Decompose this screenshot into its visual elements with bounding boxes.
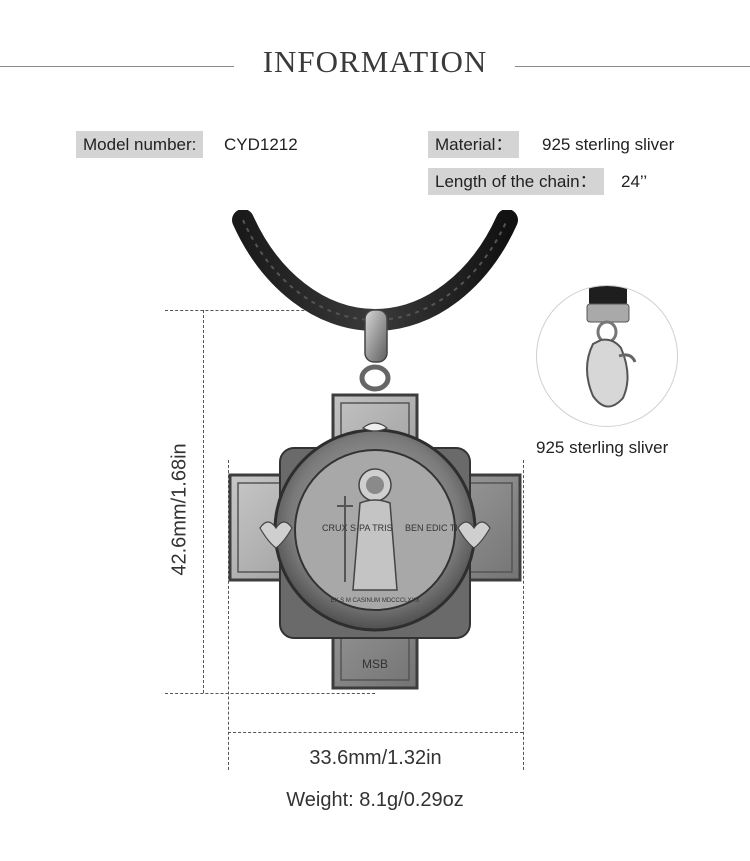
- medal-text-bottom: EX S M CASINUM MDCCCLXXX: [330, 598, 419, 604]
- dimension-line-left: [228, 460, 229, 770]
- width-dimension: 33.6mm/1.32in: [309, 747, 442, 769]
- dimension-line-right: [523, 460, 524, 770]
- model-number-label: Model number:: [76, 131, 204, 158]
- pendant-image: CRUX S·PA TRIS BEN EDIC TI· EX S M CASIN…: [225, 209, 525, 700]
- dimension-line-bottom: [165, 693, 375, 694]
- lobster-clasp-detail-icon: [586, 286, 637, 408]
- dimension-line-width: [228, 732, 523, 733]
- header-rule-right: [515, 66, 750, 67]
- weight-text: Weight: 8.1g/0.29oz: [286, 789, 464, 811]
- material-value: 925 sterling sliver: [542, 135, 675, 154]
- dimension-line-top: [165, 310, 375, 311]
- chain-length-label: Length of the chain：: [428, 168, 604, 195]
- medal-text-msb: MSB: [362, 657, 388, 671]
- clasp-detail-image: [536, 285, 678, 427]
- clasp-caption: 925 sterling sliver: [536, 438, 669, 457]
- header-rule-left: [0, 66, 234, 67]
- chain-length-value: 24’’: [621, 172, 648, 191]
- medal-text-left: CRUX S·PA TRIS: [322, 523, 393, 533]
- material-label: Material：: [428, 131, 520, 158]
- model-number-value: CYD1212: [224, 135, 298, 154]
- st-benedict-cross-pendant-icon: CRUX S·PA TRIS BEN EDIC TI· EX S M CASIN…: [228, 209, 522, 690]
- dimension-line-height: [203, 310, 204, 693]
- medal-text-right: BEN EDIC TI·: [405, 523, 461, 533]
- height-dimension: 42.6mm/1.68in: [168, 443, 191, 576]
- page-title: INFORMATION: [262, 44, 488, 79]
